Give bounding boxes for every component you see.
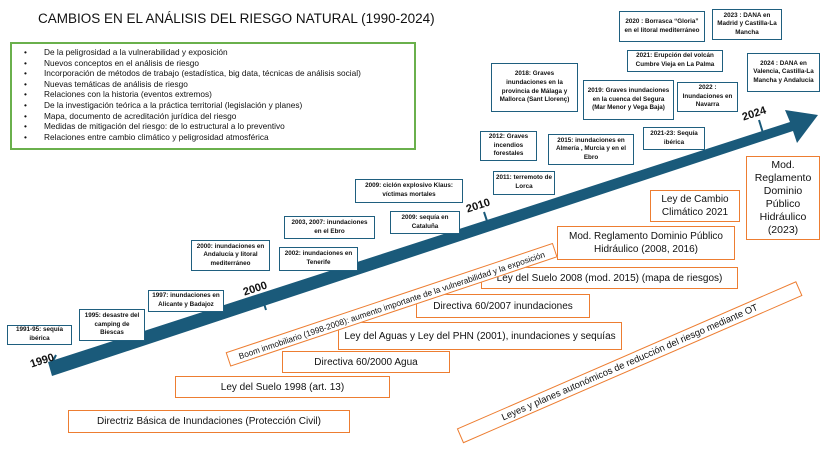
law-box: Mod. Reglamento Dominio Público Hidráuli…	[557, 226, 735, 260]
event-box: 2002: inundaciones en Tenerife	[279, 247, 358, 271]
list-item: Nuevos conceptos en el análisis de riesg…	[24, 58, 414, 69]
key-points-list: De la peligrosidad a la vulnerabilidad y…	[10, 42, 416, 150]
list-item: Medidas de mitigación del riesgo: de lo …	[24, 121, 414, 132]
event-box: 2024 : DANA en Valencia, Castilla-La Man…	[747, 53, 820, 92]
event-box: 1997: inundaciones en Alicante y Badajoz	[148, 290, 224, 312]
event-box: 2021-23: Sequía ibérica	[643, 127, 705, 150]
tick-1990	[51, 354, 57, 364]
tick-2000	[261, 296, 267, 311]
list-item: Incorporación de métodos de trabajo (est…	[24, 68, 414, 79]
list-item: De la investigación teórica a la práctic…	[24, 100, 414, 111]
event-box: 2012: Graves incendios forestales	[480, 131, 537, 161]
arrow-shaft	[48, 110, 818, 376]
list-item: De la peligrosidad a la vulnerabilidad y…	[24, 47, 414, 58]
tick-2010	[483, 211, 489, 225]
event-box: 2018: Graves inundaciones en la provinci…	[491, 63, 578, 112]
event-box: 2015: inundaciones en Almería , Murcia y…	[548, 134, 634, 165]
event-box: 2009: ciclón explosivo Klaus: víctimas m…	[355, 179, 463, 203]
event-box: 2023 : DANA en Madrid y Castilla-La Manc…	[712, 9, 782, 40]
event-box: 2000: inundaciones en Andalucía y litora…	[191, 240, 270, 271]
event-box: 2009: sequía en Cataluña	[390, 211, 460, 234]
event-box: 2003, 2007: inundaciones en el Ebro	[284, 216, 375, 239]
event-box: 2019: Graves inundaciones en la cuenca d…	[583, 80, 674, 120]
event-box: 1995: desastre del camping de Biescas	[79, 309, 145, 341]
law-box: Directriz Básica de Inundaciones (Protec…	[68, 410, 350, 433]
law-box: Ley de Cambio Climático 2021	[650, 190, 740, 222]
event-box: 2011: terremoto de Lorca	[493, 171, 555, 195]
law-box: Ley del Aguas y Ley del PHN (2001), inun…	[338, 322, 622, 350]
tick-2024	[758, 119, 764, 134]
event-box: 2021: Erupción del volcán Cumbre Vieja e…	[627, 50, 723, 72]
law-box: Directiva 60/2007 inundaciones	[416, 294, 590, 318]
list-item: Nuevas temáticas de análisis de riesgo	[24, 79, 414, 90]
law-box: Mod. Reglamento Dominio Público Hidráuli…	[746, 156, 820, 240]
law-box: Ley del Suelo 2008 (mod. 2015) (mapa de …	[481, 267, 738, 289]
list-item: Relaciones entre cambio climático y peli…	[24, 132, 414, 143]
event-box: 2022 : Inundaciones en Navarra	[677, 82, 738, 112]
law-box: Directiva 60/2000 Agua	[282, 351, 450, 373]
page-title: CAMBIOS EN EL ANÁLISIS DEL RIESGO NATURA…	[38, 11, 435, 26]
list-item: Relaciones con la historia (eventos extr…	[24, 89, 414, 100]
list-item: Mapa, documento de acreditación jurídica…	[24, 111, 414, 122]
event-box: 1991-95: sequía ibérica	[7, 325, 72, 345]
event-box: 2020 : Borrasca “Gloria” en el litoral m…	[619, 11, 705, 42]
law-box: Ley del Suelo 1998 (art. 13)	[175, 376, 390, 398]
